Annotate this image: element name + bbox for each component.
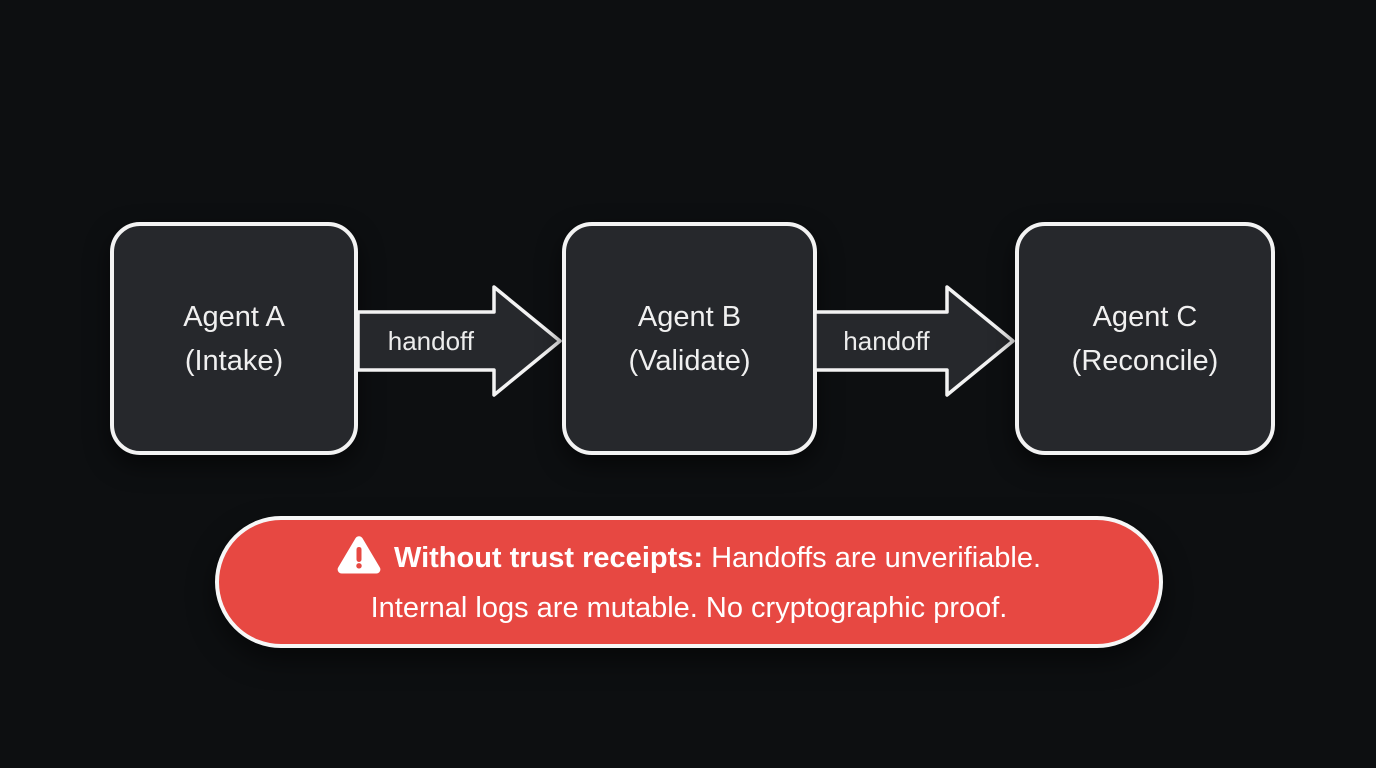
node-subtitle: (Reconcile) (1071, 344, 1219, 377)
warning-line1-rest: Handoffs are unverifiable. (703, 542, 1042, 574)
block-arrow-icon (813, 285, 1015, 397)
warning-triangle-icon (337, 534, 381, 587)
node-subtitle: (Intake) (184, 344, 284, 377)
handoff-arrow-1: handoff (356, 283, 564, 399)
node-agent-a: Agent A (Intake) (110, 222, 358, 455)
handoff-arrow-2: handoff (813, 283, 1017, 399)
node-title: Agent C (1092, 300, 1198, 333)
node-title: Agent A (183, 300, 285, 333)
warning-line-2: Internal logs are mutable. No cryptograp… (370, 592, 1008, 624)
node-title: Agent B (637, 300, 742, 333)
block-arrow-icon (356, 285, 562, 397)
node-agent-c: Agent C (Reconcile) (1015, 222, 1275, 455)
warning-line-1: Without trust receipts: Handoffs are unv… (337, 534, 1041, 587)
node-agent-c-label: Agent C (Reconcile) (1072, 295, 1219, 383)
node-agent-b: Agent B (Validate) (562, 222, 817, 455)
node-agent-b-label: Agent B (Validate) (629, 295, 751, 383)
warning-lead-bold: Without trust receipts: (393, 542, 704, 574)
warning-banner: Without trust receipts: Handoffs are unv… (215, 516, 1163, 648)
node-subtitle: (Validate) (628, 344, 751, 377)
node-agent-a-label: Agent A (Intake) (183, 295, 285, 383)
warning-banner-text: Without trust receipts: Handoffs are unv… (337, 534, 1041, 630)
